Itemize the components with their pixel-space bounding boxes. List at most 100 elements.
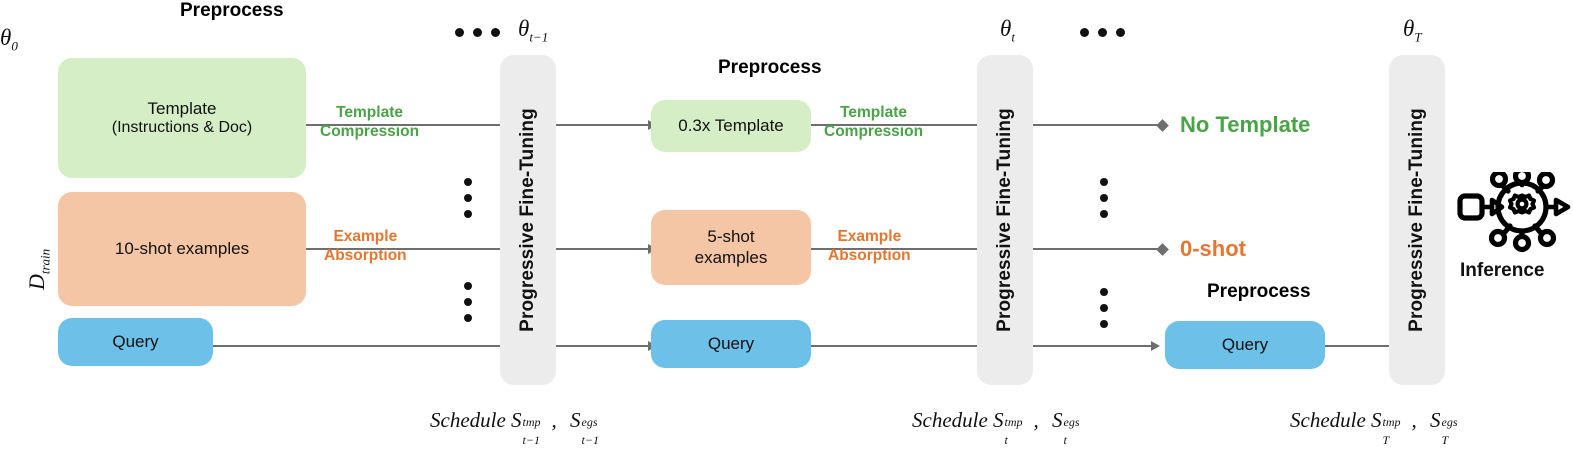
- theta-0-label: θ0: [0, 25, 18, 55]
- edge-label-line1: Example: [333, 228, 398, 245]
- query-box-stage-2[interactable]: Query: [1165, 321, 1325, 369]
- theta-subscript: T: [1414, 29, 1422, 45]
- query-box-stage-0[interactable]: Query: [58, 318, 213, 366]
- template-box-stage-1[interactable]: 0.3x Template: [651, 100, 811, 152]
- schedule-word: Schedule: [1290, 408, 1366, 432]
- theta-T-label: θT: [1403, 16, 1422, 46]
- theta-subscript: t−1: [529, 29, 549, 45]
- theta-t-label: θt: [1000, 16, 1015, 46]
- inference-label: Inference: [1460, 260, 1545, 281]
- schedule-s1-sup: tmp: [1004, 415, 1023, 429]
- vertical-ellipsis-4: [1100, 288, 1108, 328]
- diamond-marker-zero-shot: [1156, 243, 1169, 256]
- schedule-s1: S: [993, 408, 1004, 432]
- arrowhead-pillar2-to-query: [1151, 341, 1160, 351]
- schedule-s2-sup: egs: [1063, 415, 1080, 429]
- edge-label-line1: Example: [837, 228, 902, 245]
- connector-pillar1-to-examples: [556, 248, 652, 250]
- examples-box-line1: 5-shot: [707, 227, 755, 247]
- query-box-stage-1[interactable]: Query: [651, 320, 811, 368]
- theta-symbol: θ: [1403, 16, 1415, 41]
- progressive-fine-tuning-pillar-3[interactable]: Progressive Fine-Tuning: [1389, 55, 1445, 385]
- theta-symbol: θ: [518, 16, 530, 41]
- connector-query-stage-0: [213, 345, 502, 347]
- preprocess-title-stage-0: Preprocess: [180, 0, 284, 21]
- schedule-s2-sup: egs: [581, 415, 598, 429]
- schedule-s1-sub: t−1: [522, 433, 540, 447]
- template-box-label: 0.3x Template: [678, 115, 784, 135]
- connector-template-stage-0: [306, 124, 502, 126]
- schedule-s1-sup: tmp: [522, 415, 541, 429]
- edge-label-line2: Absorption: [324, 247, 407, 265]
- preprocess-title-stage-2: Preprocess: [1207, 281, 1311, 302]
- template-box-line1: Template: [147, 98, 217, 118]
- template-box-line2: (Instructions & Doc): [111, 118, 253, 136]
- edge-label-example-absorption-stage-1: Example Absorption: [828, 227, 911, 266]
- vertical-ellipsis-3: [1100, 178, 1108, 218]
- connector-examples-stage-0: [306, 248, 502, 250]
- schedule-s2: S: [1052, 408, 1063, 432]
- connector-query-stage-1: [811, 345, 979, 347]
- edge-label-example-absorption-stage-0: Example Absorption: [324, 227, 407, 266]
- schedule-s2: S: [570, 408, 581, 432]
- progressive-fine-tuning-pillar-2[interactable]: Progressive Fine-Tuning: [977, 55, 1033, 385]
- schedule-s1-sup: tmp: [1382, 415, 1401, 429]
- preprocess-title-stage-1: Preprocess: [718, 57, 822, 78]
- pillar-label: Progressive Fine-Tuning: [517, 108, 538, 332]
- template-box-stage-0[interactable]: Template (Instructions & Doc): [58, 58, 306, 178]
- connector-no-template: [1033, 124, 1163, 126]
- connector-pillar1-to-template: [556, 124, 652, 126]
- schedule-word: Schedule: [430, 408, 506, 432]
- theta-subscript: t: [1011, 29, 1015, 45]
- dtrain-subscript: train: [37, 248, 53, 275]
- diamond-marker-no-template: [1156, 119, 1169, 132]
- horizontal-ellipsis-2: [1080, 28, 1125, 37]
- theta-t-minus-1-label: θt−1: [518, 16, 548, 46]
- schedule-s2-sub: t: [1063, 433, 1067, 447]
- horizontal-ellipsis-1: [455, 28, 500, 37]
- schedule-s1: S: [1371, 408, 1382, 432]
- edge-label-line1: Template: [840, 104, 907, 121]
- edge-label-line1: Template: [336, 104, 403, 121]
- schedule-s2-sup: egs: [1441, 415, 1458, 429]
- connector-query-to-pillar3: [1325, 345, 1413, 347]
- connector-pillar2-to-query: [1033, 345, 1155, 347]
- examples-box-stage-0[interactable]: 10-shot examples: [58, 192, 306, 306]
- edge-label-line2: Absorption: [828, 247, 911, 265]
- theta-symbol: θ: [1000, 16, 1012, 41]
- schedule-s1: S: [511, 408, 522, 432]
- vertical-ellipsis-1: [464, 178, 472, 218]
- edge-label-template-compression-stage-1: Template Compression: [824, 103, 923, 142]
- examples-box-line2: examples: [694, 247, 768, 267]
- outcome-zero-shot: 0-shot: [1180, 236, 1246, 261]
- edge-label-line2: Compression: [320, 123, 420, 141]
- schedule-s1-sub: T: [1382, 433, 1390, 447]
- query-box-label: Query: [112, 331, 159, 351]
- schedule-s2-sub: t−1: [581, 433, 599, 447]
- examples-box-label: 10-shot examples: [114, 238, 250, 258]
- edge-label-template-compression-stage-0: Template Compression: [320, 103, 419, 142]
- ai-chip-robot-icon: [1457, 166, 1571, 253]
- progressive-fine-tuning-pillar-1[interactable]: Progressive Fine-Tuning: [500, 55, 556, 385]
- dtrain-symbol: D: [24, 274, 49, 290]
- query-box-label: Query: [707, 333, 755, 353]
- pillar-label: Progressive Fine-Tuning: [994, 108, 1015, 332]
- pillar-label: Progressive Fine-Tuning: [1406, 108, 1427, 332]
- outcome-no-template: No Template: [1180, 112, 1311, 137]
- connector-pillar1-to-query: [556, 345, 652, 347]
- schedule-s1-sub: t: [1004, 433, 1008, 447]
- inference-icon-group: Inference: [1456, 166, 1573, 281]
- schedule-s2: S: [1430, 408, 1441, 432]
- examples-box-stage-1[interactable]: 5-shot examples: [651, 210, 811, 285]
- query-box-label: Query: [1221, 334, 1269, 354]
- vertical-ellipsis-2: [464, 282, 472, 322]
- connector-zero-shot: [1033, 248, 1163, 250]
- schedule-word: Schedule: [912, 408, 988, 432]
- connector-template-stage-1: [811, 124, 979, 126]
- edge-label-line2: Compression: [824, 123, 924, 141]
- connector-examples-stage-1: [811, 248, 979, 250]
- schedule-s2-sub: T: [1441, 433, 1449, 447]
